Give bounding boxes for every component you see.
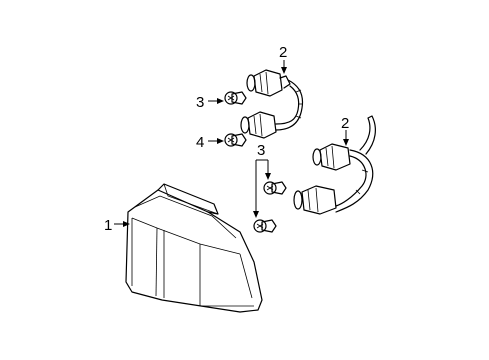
callout-4: 4 <box>196 134 204 151</box>
callout-2-upper: 2 <box>279 44 287 61</box>
callout-1: 1 <box>104 217 112 234</box>
bulb-lower-left[interactable] <box>224 133 247 147</box>
callout-3-center: 3 <box>257 142 265 159</box>
callout-3-upper: 3 <box>196 94 204 111</box>
socket-harness-lower[interactable] <box>293 115 376 215</box>
bulb-upper-left[interactable] <box>224 91 247 105</box>
callout-2-lower: 2 <box>341 115 349 132</box>
socket-harness-upper[interactable] <box>240 69 304 139</box>
bulb-pair-center[interactable] <box>253 181 287 233</box>
lamp-housing[interactable] <box>125 183 263 313</box>
leader-lines <box>114 60 349 227</box>
